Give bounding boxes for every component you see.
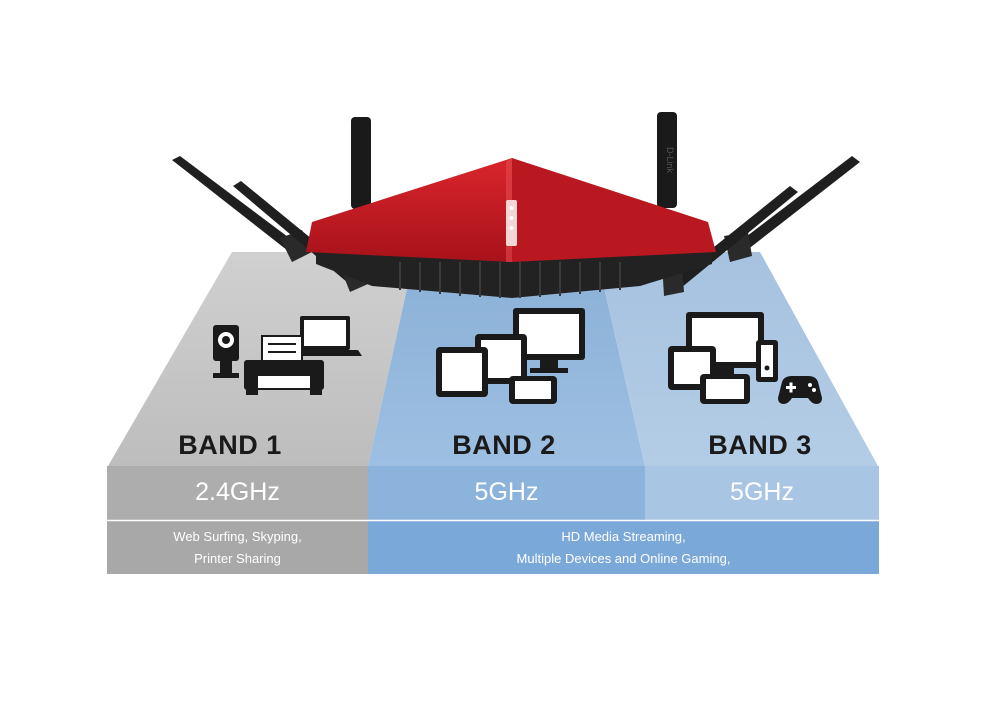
band-3-frequency: 5GHz bbox=[730, 478, 794, 506]
band-2-frequency-bg bbox=[368, 466, 645, 520]
router-image: D-Link bbox=[172, 112, 860, 298]
band-3-title: BAND 3 bbox=[708, 430, 812, 460]
phone-icon bbox=[509, 376, 557, 404]
band-1-uses: Web Surfing, Skyping, Printer Sharing bbox=[107, 521, 368, 574]
band-3-icons bbox=[668, 312, 822, 404]
band-1-frequency-bg bbox=[107, 466, 368, 520]
antenna-back-left bbox=[351, 117, 371, 209]
svg-text:D-Link: D-Link bbox=[665, 147, 675, 174]
antenna-back-right bbox=[657, 112, 677, 208]
band-1-icons bbox=[213, 316, 362, 395]
shared-uses: HD Media Streaming, Multiple Devices and… bbox=[368, 521, 879, 574]
band-1-frequency: 2.4GHz bbox=[195, 478, 280, 506]
phone-icon bbox=[700, 374, 750, 404]
console-icon bbox=[756, 340, 778, 382]
band-2-title: BAND 2 bbox=[452, 430, 556, 460]
band-2-icons bbox=[436, 308, 585, 404]
webcam-icon bbox=[213, 325, 239, 378]
monitor-icon bbox=[513, 308, 585, 373]
printer-icon bbox=[244, 335, 324, 395]
antenna-left-outer bbox=[172, 156, 300, 254]
band-1-uses-bg bbox=[107, 521, 368, 574]
gamepad-icon bbox=[778, 376, 822, 404]
band-1-use-line-2: Printer Sharing bbox=[194, 550, 281, 566]
antenna-right-outer bbox=[734, 156, 860, 254]
tablet-icon bbox=[436, 347, 488, 397]
band-1-title: BAND 1 bbox=[178, 430, 282, 460]
shared-use-line-1: HD Media Streaming, bbox=[561, 528, 686, 544]
shared-uses-bg bbox=[368, 521, 879, 574]
band-2-frequency: 5GHz bbox=[474, 478, 539, 506]
router-body-left bbox=[306, 158, 512, 262]
laptop-icon bbox=[288, 316, 362, 356]
band-1-use-line-1: Web Surfing, Skyping, bbox=[173, 528, 302, 544]
router-body-right bbox=[512, 158, 716, 262]
shared-use-line-2: Multiple Devices and Online Gaming, bbox=[516, 550, 731, 566]
band-3-frequency-bg bbox=[645, 466, 879, 520]
